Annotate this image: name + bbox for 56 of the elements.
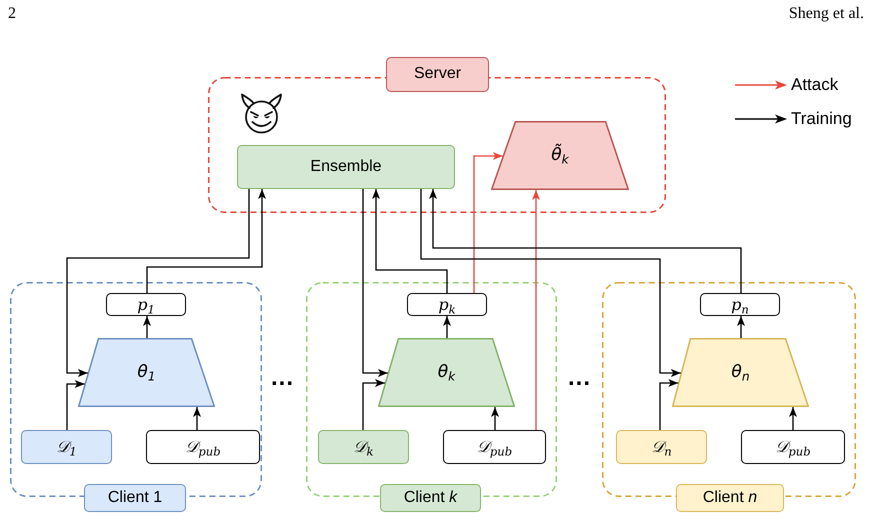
output-box — [106, 293, 186, 316]
arrow — [362, 379, 385, 430]
arrow — [193, 407, 201, 430]
arrow — [143, 316, 151, 338]
page-number: 2 — [8, 6, 16, 22]
arrow — [473, 152, 503, 293]
client-label: Client k — [380, 484, 481, 512]
running-head: Sheng et al. — [788, 6, 864, 22]
dataset-box — [616, 430, 707, 464]
legend-label: Training — [791, 110, 852, 127]
legend-label: Attack — [791, 76, 838, 93]
arrow — [659, 379, 678, 430]
arrow — [429, 189, 742, 293]
arrow — [443, 316, 451, 338]
model-trapezoid — [78, 338, 215, 407]
ellipsis: ... — [568, 366, 592, 390]
arrow — [362, 189, 388, 377]
ensemble-box — [237, 145, 455, 189]
model-symbol: θ̃$_{k}$ — [551, 144, 569, 167]
model-symbol: θ$_{n}$ — [731, 361, 750, 384]
output-symbol: p$_{k}$ — [438, 296, 456, 312]
client-group — [306, 282, 557, 512]
dataset-box — [741, 430, 845, 464]
arrow — [491, 407, 499, 430]
arrow — [789, 407, 797, 430]
server-label: Server — [386, 57, 489, 92]
arrow — [737, 316, 745, 338]
dataset-box — [21, 430, 112, 464]
dataset-symbol: 𝒟$_{k}$ — [354, 439, 374, 455]
ensemble-label: Ensemble — [310, 159, 382, 175]
model-trapezoid — [378, 338, 515, 407]
model-symbol: θ$_{k}$ — [438, 361, 456, 384]
dataset-symbol: 𝒟$_{1}$ — [56, 439, 77, 455]
server-group — [208, 57, 666, 213]
output-symbol: p$_{n}$ — [731, 296, 749, 312]
arrow — [66, 189, 250, 377]
client-label: Client n — [676, 484, 784, 512]
output-box — [700, 293, 780, 316]
arrow — [146, 189, 266, 293]
model-trapezoid — [672, 338, 809, 407]
arrow — [372, 189, 448, 293]
client-group — [602, 282, 856, 512]
arrow — [66, 380, 85, 430]
ellipsis: ... — [271, 366, 294, 390]
model-symbol: θ$_{1}$ — [137, 361, 156, 384]
dataset-box — [146, 430, 260, 464]
output-box — [407, 293, 487, 316]
dataset-symbol: 𝒟$_{n}$ — [651, 439, 672, 455]
dataset-box — [318, 430, 409, 464]
dataset-box — [443, 430, 546, 464]
client-label: Client 1 — [84, 484, 186, 512]
client-group — [10, 282, 262, 512]
output-symbol: p$_{1}$ — [137, 296, 155, 312]
arrow — [420, 189, 681, 377]
arrow — [532, 190, 540, 430]
model-trapezoid — [491, 121, 629, 190]
